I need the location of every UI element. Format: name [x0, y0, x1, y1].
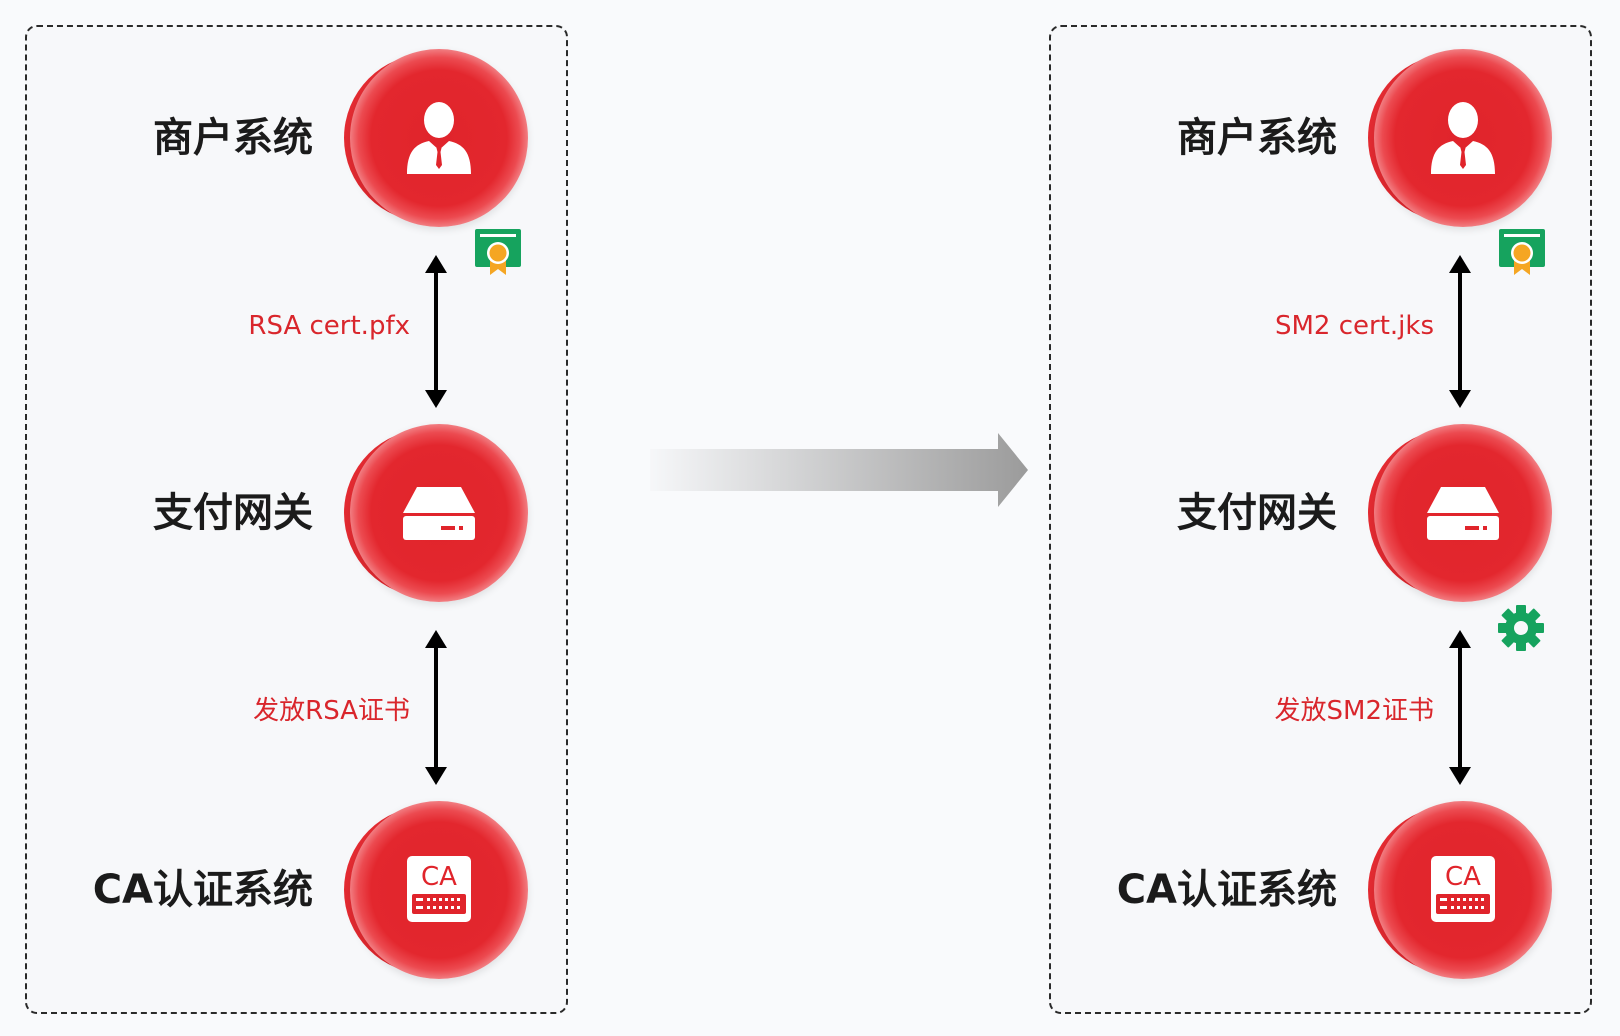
server-icon: [403, 487, 475, 540]
gear-icon: [1498, 605, 1544, 651]
bidirectional-arrow-icon: [1449, 255, 1471, 408]
bidirectional-arrow-icon: [425, 630, 447, 785]
payment-gateway-label: 支付网关: [1177, 490, 1337, 536]
merchant-system-label: 商户系统: [1177, 115, 1337, 161]
rsa-panel: 商户系统 RSA cert.pfx 支付网关: [25, 25, 568, 1014]
link-label-merchant-gateway: SM2 cert.jks: [1274, 311, 1434, 341]
payment-gateway-node: [344, 421, 528, 605]
merchant-system-node: [1368, 46, 1552, 230]
sm2-panel: 商户系统 SM2 cert.jks 支付网关: [1049, 25, 1592, 1014]
ca-system-label: CA认证系统: [1116, 867, 1337, 913]
ca-system-node: CA: [1368, 798, 1552, 982]
merchant-system-label: 商户系统: [153, 115, 313, 161]
ca-system-label: CA认证系统: [92, 867, 313, 913]
certificate-icon: [1499, 229, 1545, 275]
user-icon: [407, 102, 471, 174]
link-label-gateway-ca: 发放SM2证书: [1274, 696, 1434, 726]
link-label-merchant-gateway: RSA cert.pfx: [248, 311, 410, 341]
certificate-icon: [475, 229, 521, 275]
ca-server-icon: CA: [407, 856, 471, 922]
payment-gateway-node: [1368, 421, 1552, 605]
user-icon: [1431, 102, 1495, 174]
ca-system-node: CA: [344, 798, 528, 982]
ca-icon-text: CA: [1445, 862, 1481, 892]
ca-server-icon: CA: [1431, 856, 1495, 922]
bidirectional-arrow-icon: [1449, 630, 1471, 785]
link-label-gateway-ca: 发放RSA证书: [253, 696, 410, 726]
bidirectional-arrow-icon: [425, 255, 447, 408]
server-icon: [1427, 487, 1499, 540]
payment-gateway-label: 支付网关: [153, 490, 313, 536]
right-arrow-icon: [650, 433, 1028, 507]
merchant-system-node: [344, 46, 528, 230]
ca-icon-text: CA: [421, 862, 457, 892]
